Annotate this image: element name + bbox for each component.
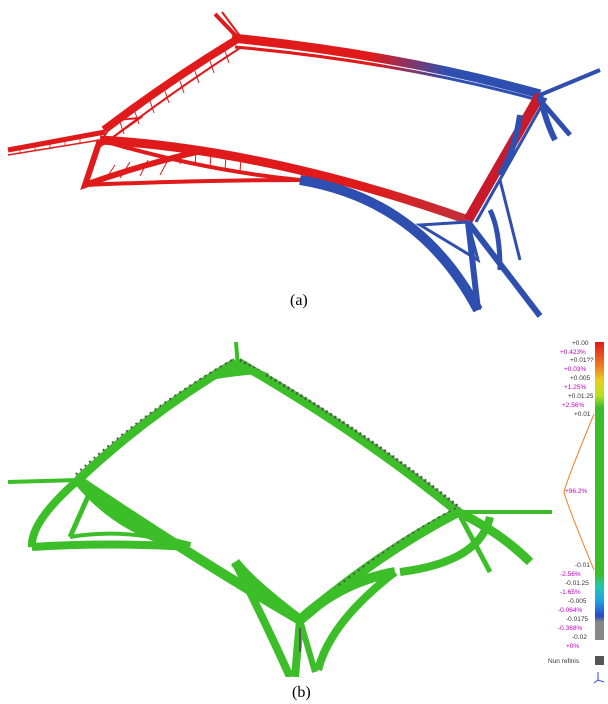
xyz-axis-icon — [593, 672, 605, 684]
deviation-structure — [7, 341, 552, 677]
back-beam — [235, 358, 461, 516]
front-beam — [99, 135, 470, 225]
scale-label-top-6: +0.01.25 — [568, 393, 594, 400]
scale-label-top-1: +0.423% — [560, 349, 586, 356]
color-scale: +0.00 +0.423% +0.01?? +0.03% +0.005 +1.2… — [548, 340, 608, 684]
scale-label-top-0: +0.00 — [572, 340, 589, 347]
scale-label-bottom-5: -0.064% — [558, 607, 583, 614]
no-data-swatch — [595, 656, 604, 665]
scale-label-top-8: +0.01 — [574, 411, 591, 418]
no-data-label: Nun refinis — [548, 658, 580, 665]
color-scale-bar — [595, 342, 604, 640]
scale-label-bottom-1: -2.56% — [560, 571, 581, 578]
distribution-curve — [563, 413, 595, 571]
caption-a: (a) — [290, 292, 308, 309]
scale-label-bottom-8: -0.02 — [572, 634, 587, 641]
caption-b: (b) — [292, 684, 311, 701]
right-beam — [463, 92, 545, 223]
panel-a-wireframe: (a) — [0, 0, 608, 318]
top-beam — [231, 33, 542, 99]
panel-b-deviation-map: (b) +0.00 +0.423% +0.01?? +0.03% +0.005 … — [0, 332, 608, 704]
scale-label-bottom-2: -0.01.25 — [565, 580, 589, 587]
scale-label-center: +96.2% — [565, 488, 588, 495]
scale-label-top-3: +0.03% — [564, 366, 587, 373]
scale-label-bottom-4: -0.005 — [568, 598, 587, 605]
front-arch — [299, 175, 483, 313]
scale-label-bottom-0: -0.01 — [575, 562, 590, 569]
scale-label-top-2: +0.01?? — [570, 357, 594, 364]
scale-label-top-5: +1.25% — [564, 384, 587, 391]
scale-label-bottom-9: +0% — [566, 643, 580, 650]
scale-label-bottom-7: -0.368% — [558, 625, 583, 632]
scale-label-top-4: +0.005 — [570, 375, 591, 382]
left-upper-beam — [101, 36, 239, 134]
scale-label-top-7: +2.56% — [562, 402, 585, 409]
left-beam — [74, 358, 239, 484]
wireframe-structure — [7, 11, 601, 318]
scale-label-bottom-6: -0.0175 — [566, 616, 589, 623]
scale-label-bottom-3: -1.65% — [560, 589, 581, 596]
